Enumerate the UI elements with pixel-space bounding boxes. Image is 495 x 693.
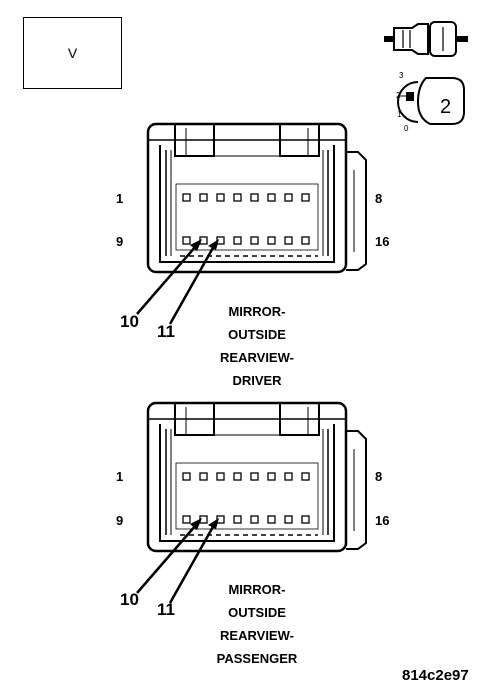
passenger-title-line-1: MIRROR- (228, 582, 286, 597)
passenger-pin-label-1: 1 (116, 469, 124, 484)
passenger-connector-face (135, 401, 368, 605)
lock-position-1: 1 (397, 110, 402, 119)
connector-plug-icon (384, 21, 468, 57)
passenger-title-line-4: PASSENGER (216, 651, 298, 666)
passenger-title-line-3: REARVIEW- (220, 628, 294, 643)
passenger-title-line-2: OUTSIDE (228, 605, 286, 620)
driver-title-line-1: MIRROR- (228, 304, 286, 319)
lock-position-2: 2 (396, 91, 401, 100)
view-label: V (67, 45, 78, 61)
passenger-callout-11: 11 (157, 600, 175, 619)
driver-title-line-3: REARVIEW- (220, 350, 294, 365)
passenger-pin-label-16: 16 (375, 513, 390, 528)
figure-code: 814c2e97 (402, 667, 469, 684)
driver-title-line-4: DRIVER (232, 373, 282, 388)
driver-title-line-2: OUTSIDE (228, 327, 286, 342)
driver-pin-label-16: 16 (375, 234, 390, 249)
driver-callout-10: 10 (120, 312, 139, 331)
passenger-callout-10: 10 (120, 590, 139, 609)
driver-pin-label-1: 1 (116, 191, 124, 206)
lock-selected-position: 2 (440, 96, 452, 118)
lock-position-3: 3 (399, 71, 404, 80)
driver-connector-face (135, 122, 368, 326)
lock-position-icon (397, 77, 465, 125)
lock-position-0: 0 (404, 124, 409, 133)
driver-pin-label-9: 9 (116, 234, 124, 249)
driver-pin-label-8: 8 (375, 191, 383, 206)
driver-callout-11: 11 (157, 322, 175, 341)
passenger-pin-label-8: 8 (375, 469, 383, 484)
view-box: V (23, 17, 122, 89)
passenger-pin-label-9: 9 (116, 513, 124, 528)
